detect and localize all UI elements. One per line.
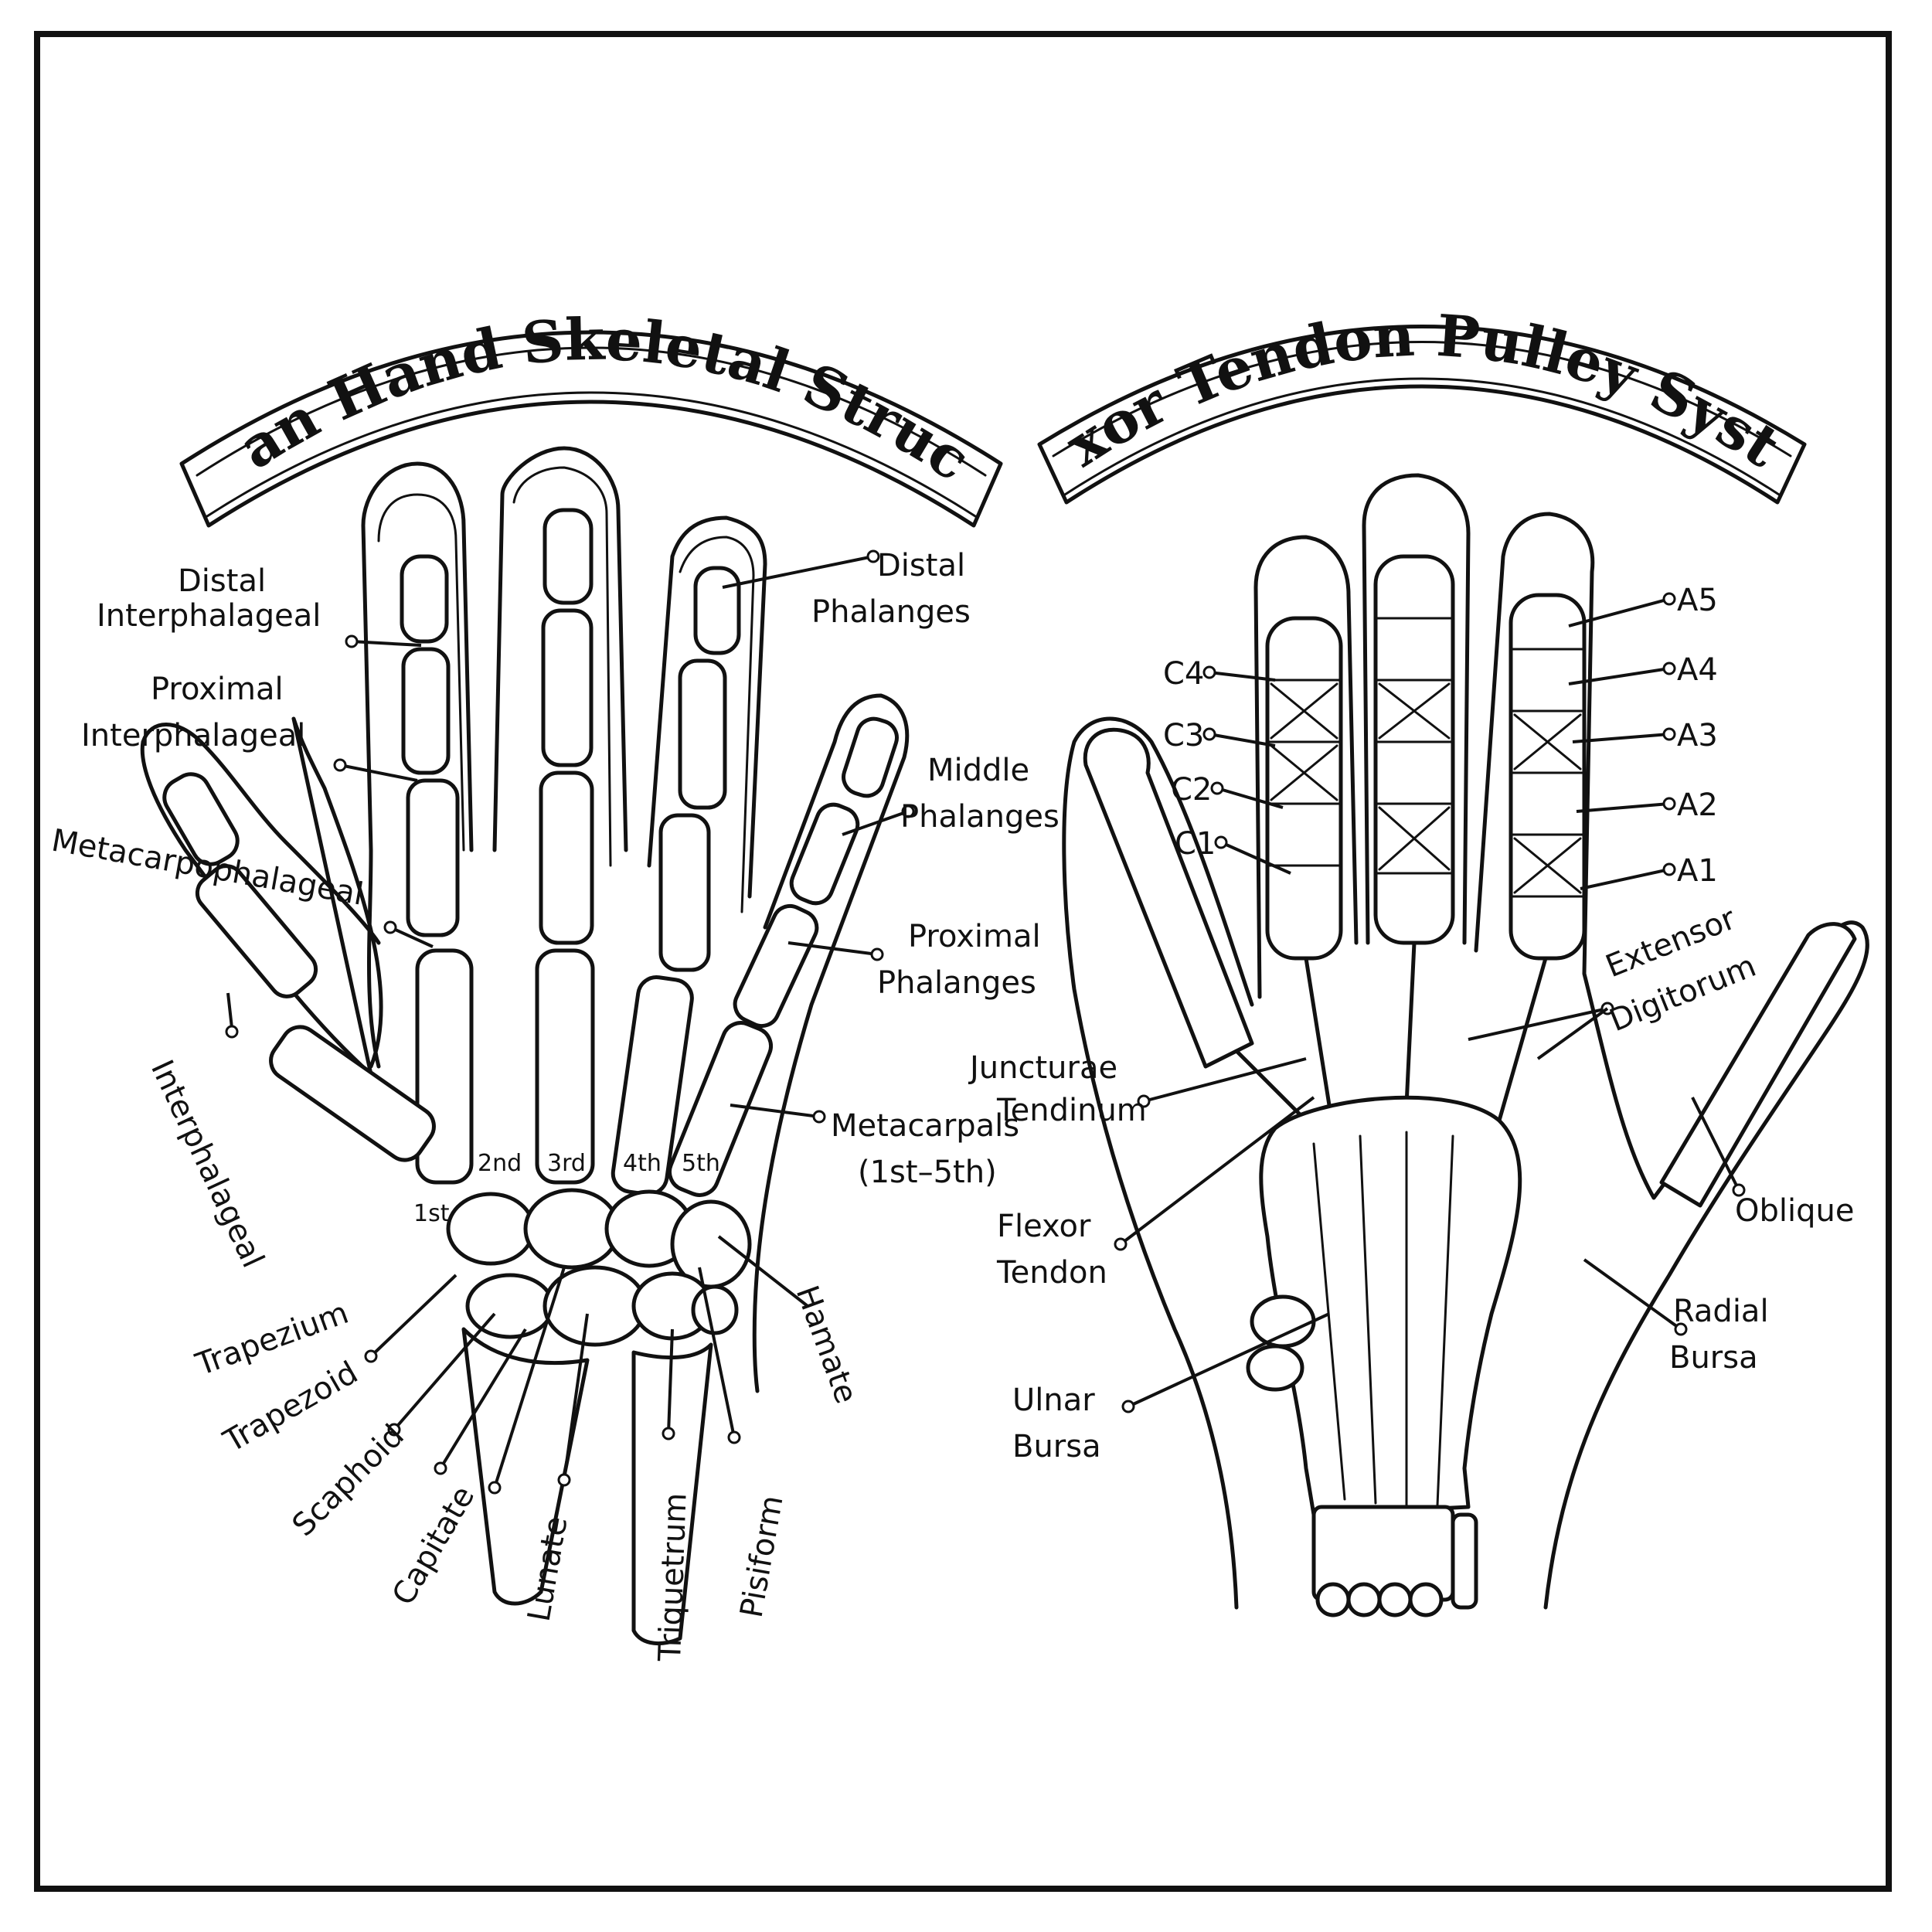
mc-4th-label: 4th [623,1150,662,1177]
index-finger-sheath [1509,593,1587,961]
label-ulnar-1: Ulnar [1012,1383,1095,1418]
label-flexor-1: Flexor [997,1209,1091,1244]
left-title: Human Hand Skeletal Structure [0,0,981,494]
label-juncturae-2: Tendinum [996,1093,1147,1128]
label-distal-ip-1: Distal [178,563,266,599]
mc-2nd-label: 2nd [478,1150,522,1177]
label-oblique: Oblique [1735,1193,1854,1229]
label-interphalageal: Interphalageal [144,1055,270,1274]
label-a3: A3 [1677,718,1718,753]
label-ulnar-2: Bursa [1012,1429,1101,1464]
palmar-bursa [1259,1095,1522,1517]
label-a4: A4 [1677,652,1718,688]
label-a1: A1 [1677,853,1718,889]
label-c3: C3 [1163,718,1204,753]
label-proximal-phal-1: Proximal [908,919,1041,954]
right-hand-outline [1062,473,1869,1610]
label-triquetrum: Triquetrum [652,1492,694,1662]
mc-1st-label: 1st [413,1200,450,1227]
middle-finger-bones [535,508,595,1185]
label-c1: C1 [1175,826,1216,862]
little-finger-sheath [1083,727,1254,1069]
label-distal-phal-1: Distal [877,548,965,583]
middle-finger-sheath [1373,554,1455,945]
ring-finger-sheath [1265,616,1343,961]
right-leader-lines [1114,592,1746,1413]
left-title-banner: Human Hand Skeletal Structure [0,0,1003,528]
label-pisiform: Pisiform [734,1493,791,1621]
label-flexor-2: Tendon [996,1255,1107,1291]
ring-finger-bones [611,566,741,1196]
label-radial-2: Bursa [1669,1340,1758,1376]
page-frame [34,31,1892,1892]
label-trapezoid: Trapezoid [217,1355,364,1460]
label-a5: A5 [1677,583,1718,618]
label-proximal-phal-2: Phalanges [877,965,1036,1001]
label-radial-1: Radial [1673,1294,1769,1329]
label-hamate: Hamate [789,1281,864,1409]
label-distal-phal-2: Phalanges [811,594,971,630]
index-finger-bones [400,554,474,1185]
carpal-bones [446,1188,752,1347]
label-proximal-ip-2: Interphalageal [81,718,305,753]
thumb-bones [162,772,436,1162]
label-c2: C2 [1171,772,1212,808]
mc-5th-label: 5th [682,1150,720,1177]
label-proximal-ip-1: Proximal [151,672,284,707]
label-middle-phal-2: Phalanges [900,799,1060,835]
label-a2: A2 [1677,787,1718,823]
label-scaphoid: Scaphoid [286,1418,411,1543]
label-capitate: Capitate [386,1480,482,1611]
tendon-stumps [1311,1505,1478,1617]
forearm-bones [461,1327,713,1646]
left-hand-outline [140,446,910,1393]
label-middle-phal-1: Middle [927,753,1029,788]
pulley-hand [1062,473,1869,1617]
thumb-sheath [1659,922,1857,1208]
little-finger-bones [667,716,899,1197]
mc-3rd-label: 3rd [547,1150,586,1177]
label-distal-ip-2: Interphalageal [97,598,321,634]
left-leader-lines [225,549,915,1495]
label-c4: C4 [1163,656,1204,692]
skeletal-hand: 1st 2nd 3rd 4th 5th [140,446,910,1646]
label-juncturae-1: Juncturae [968,1050,1117,1086]
label-metacarpals-2: (1st–5th) [858,1155,997,1190]
label-metacarpals-1: Metacarpals [831,1108,1019,1144]
